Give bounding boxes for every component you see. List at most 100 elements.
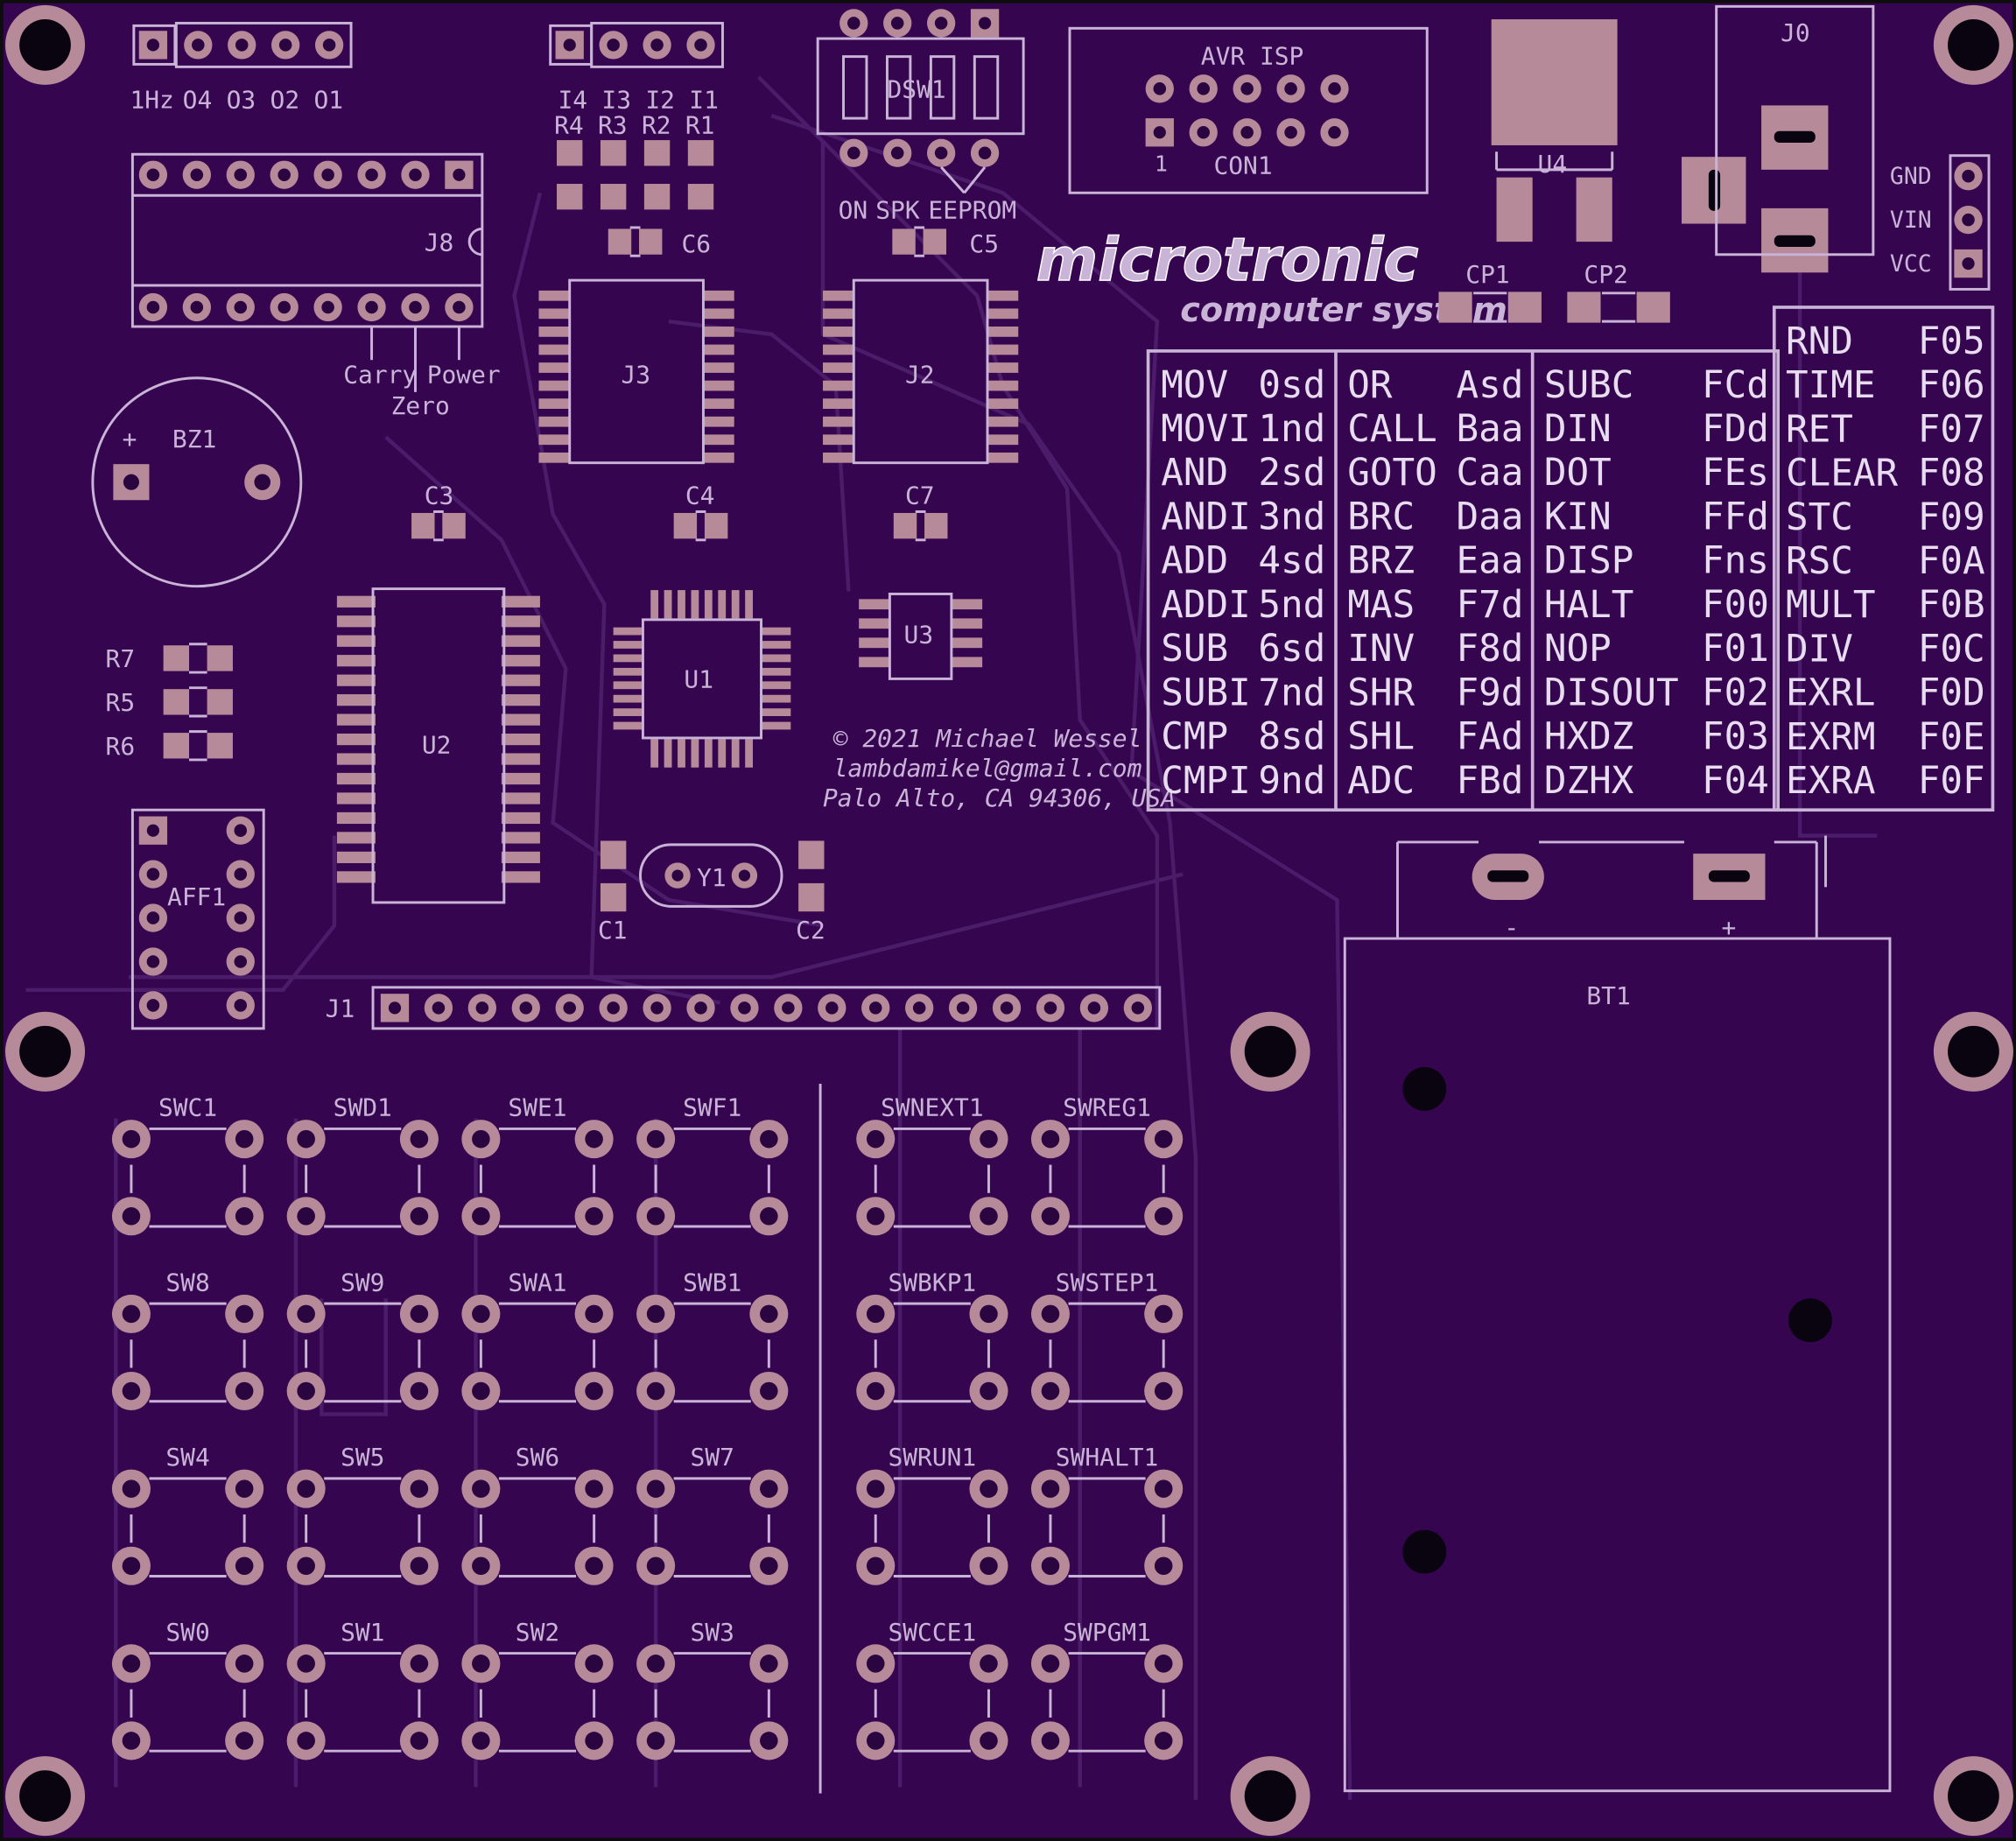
bt1-pos-slot — [1708, 870, 1750, 882]
soic-outline — [852, 278, 989, 465]
switch-swpgm1[interactable]: SWPGM1 — [1030, 1618, 1184, 1760]
switch-pad-hole — [866, 1381, 885, 1401]
switch-pad-hole — [866, 1479, 885, 1498]
switch-pad-hole — [472, 1732, 490, 1750]
switch-pad-hole — [1154, 1129, 1173, 1149]
smd-pad — [823, 362, 854, 373]
switch-swhalt1[interactable]: SWHALT1 — [1030, 1443, 1184, 1585]
opcode-code: FEs — [1702, 451, 1769, 495]
switch-swf1[interactable]: SWF1 — [636, 1093, 789, 1236]
opcode-mnemonic: HALT — [1544, 583, 1634, 627]
switch-pad-hole — [980, 1129, 998, 1149]
u1-outline — [641, 618, 763, 740]
switch-swc1[interactable]: SWC1 — [111, 1093, 264, 1236]
smd-pad — [923, 228, 947, 255]
y1-outline — [639, 843, 783, 908]
led-label-o4: O4 — [183, 85, 213, 114]
switch-pad-hole — [297, 1381, 315, 1401]
switch-label: SWE1 — [508, 1093, 566, 1122]
switch-pad-hole — [235, 1732, 254, 1750]
opcode-mnemonic: TIME — [1786, 363, 1876, 407]
switch-pad-hole — [866, 1556, 885, 1576]
smd-pad — [704, 739, 713, 768]
smd-pad — [823, 380, 854, 391]
smd-pad — [798, 882, 825, 912]
bt1-outline — [1343, 937, 1892, 1793]
resistor-label-r5: R5 — [106, 688, 136, 717]
smd-pad — [207, 645, 233, 671]
smd-pad — [703, 434, 734, 446]
copyright-line1: © 2021 Michael Wessel — [833, 724, 1142, 753]
smd-pad — [1636, 292, 1670, 323]
smd-pad — [703, 290, 734, 301]
smd-pad — [703, 416, 734, 427]
resistor-label-r2: R2 — [642, 111, 671, 140]
switch-sw1[interactable]: SW1 — [286, 1618, 439, 1760]
switch-pad-hole — [585, 1655, 603, 1673]
switch-sw8[interactable]: SW8 — [111, 1268, 264, 1411]
opcode-mnemonic: CMPI — [1161, 759, 1251, 803]
opcode-code: 2sd — [1258, 451, 1325, 495]
opcode-mnemonic: NOP — [1544, 627, 1612, 671]
pad-hole — [847, 146, 860, 160]
smd-pad — [538, 308, 570, 320]
smd-pad — [336, 772, 376, 785]
smd-pad — [687, 184, 714, 210]
switch-swrun1[interactable]: SWRUN1 — [856, 1443, 1008, 1585]
switch-pad-hole — [472, 1556, 490, 1576]
bz-label: BZ1 — [172, 425, 216, 453]
bz-plus-label: + — [123, 425, 137, 453]
switch-swnext1[interactable]: SWNEXT1 — [856, 1093, 1008, 1236]
switch-swreg1[interactable]: SWREG1 — [1030, 1093, 1184, 1236]
pad-hole — [146, 39, 160, 52]
switch-sw2[interactable]: SW2 — [461, 1618, 614, 1760]
switch-swd1[interactable]: SWD1 — [286, 1093, 439, 1236]
opcode-table-border-main — [1146, 349, 1781, 812]
switch-sw5[interactable]: SW5 — [286, 1443, 439, 1585]
j0-outline — [1715, 4, 1875, 256]
led-header-outline — [174, 21, 353, 68]
switch-pad-hole — [760, 1129, 778, 1149]
smd-pad — [538, 344, 570, 355]
switch-label: SWSTEP1 — [1056, 1268, 1159, 1296]
smd-pad — [501, 851, 540, 864]
switch-swb1[interactable]: SWB1 — [636, 1268, 789, 1411]
u2-label: U2 — [422, 731, 452, 760]
resistor-label-r3: R3 — [598, 111, 628, 140]
pad-hole — [847, 17, 860, 30]
switch-sw0[interactable]: SW0 — [111, 1618, 264, 1760]
pad-hole — [277, 168, 291, 181]
smd-pad — [501, 655, 540, 667]
switch-swbkp1[interactable]: SWBKP1 — [856, 1268, 1008, 1411]
resistor-label-r7: R7 — [106, 644, 136, 673]
switch-pad-hole — [235, 1655, 254, 1673]
pad-hole — [365, 168, 378, 181]
pad-hole — [956, 1001, 970, 1015]
mounting-hole — [1948, 1770, 1999, 1822]
smd-pad — [600, 140, 627, 166]
opcode-mnemonic: ADDI — [1161, 583, 1251, 627]
switch-swe1[interactable]: SWE1 — [461, 1093, 614, 1236]
switch-sw6[interactable]: SW6 — [461, 1443, 614, 1585]
copyright-line3: Palo Alto, CA 94306, USA — [823, 783, 1176, 812]
trace-5 — [114, 1118, 658, 1788]
switch-sw4[interactable]: SW4 — [111, 1443, 264, 1585]
pad-hole — [234, 300, 248, 314]
switch-swa1[interactable]: SWA1 — [461, 1268, 614, 1411]
opcode-code: F01 — [1702, 627, 1769, 671]
switch-swstep1[interactable]: SWSTEP1 — [1030, 1268, 1184, 1411]
opcode-mnemonic: DIV — [1786, 627, 1853, 671]
opcode-code: F0D — [1918, 671, 1985, 715]
smd-pad — [501, 733, 540, 746]
switch-pad-hole — [646, 1381, 665, 1401]
trace-8 — [128, 872, 1184, 980]
smd-pad — [1567, 292, 1601, 323]
switch-swcce1[interactable]: SWCCE1 — [856, 1618, 1008, 1760]
switch-sw9[interactable]: SW9 — [286, 1268, 439, 1411]
switch-pad-hole — [646, 1655, 665, 1673]
switch-sw3[interactable]: SW3 — [636, 1618, 789, 1760]
j8-carry-label: Carry — [343, 361, 417, 390]
pad-hole — [1087, 1001, 1101, 1015]
pad-hole — [1962, 169, 1975, 183]
switch-sw7[interactable]: SW7 — [636, 1443, 789, 1585]
